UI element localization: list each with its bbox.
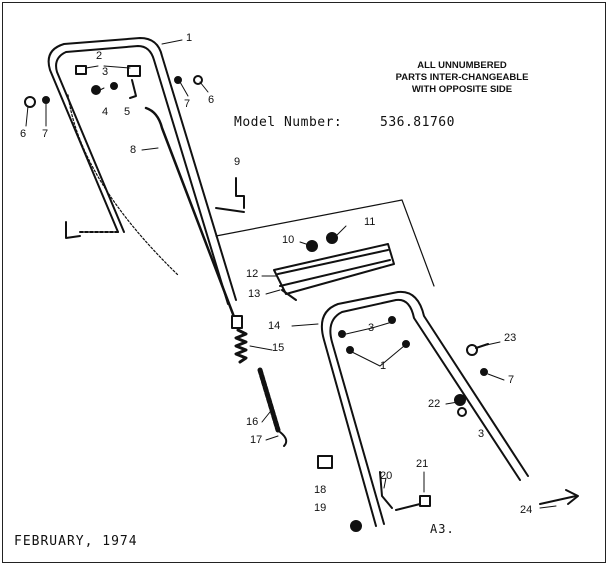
label-upper-right-bolt: 6 [208,94,215,106]
label-lower-bolt: 21 [416,458,429,470]
left-lower-bolt-drawing [65,221,121,239]
label-bracket-screw: 10 [282,234,295,246]
label-chain: 16 [246,416,259,428]
label-lower-clip: 20 [380,470,393,482]
label-right-washer: 7 [508,374,515,386]
left-bolt-drawing [24,96,50,108]
note-line-2: PARTS INTER-CHANGEABLE [395,72,529,83]
label-mid-handle: 1 [380,360,387,372]
label-panel-plate: 12 [246,268,259,280]
footer-date: FEBRUARY, 1974 [14,534,138,549]
label-upper-left-bolt-a: 2 [96,50,103,62]
label-upper-left-knob: 4 [102,106,109,118]
label-lower-handle: 14 [268,320,281,332]
lower-hardware-drawing [317,455,431,532]
assembly-bracket-outline [215,199,435,287]
upper-left-hardware-drawing [75,65,141,99]
note-line-3: WITH OPPOSITE SIDE [411,84,513,95]
spring-drawing [231,315,248,364]
label-left-bolt: 6 [20,128,27,140]
label-panel-cover: 11 [364,216,376,228]
model-number-label: Model Number: [234,115,343,130]
label-upper-handle: 1 [186,32,193,44]
label-lower-nut: 19 [314,502,327,514]
label-spring: 15 [272,342,285,354]
label-left-washer: 7 [42,128,49,140]
label-panel-bar: 13 [248,288,261,300]
model-number-value: 536.81760 [380,115,455,130]
label-lower-knob: 18 [314,484,327,496]
label-right-nut-b: 3 [478,428,485,440]
label-right-nut: 22 [428,398,441,410]
label-upper-left-bolt-b: 3 [102,66,109,78]
label-mid-bolts: 3 [368,322,375,334]
label-cable-clip: 9 [234,156,241,168]
leader-lines [25,39,557,509]
label-upper-left-nut: 5 [124,106,131,118]
label-pin: 24 [520,504,533,516]
label-right-screw: 23 [504,332,517,344]
cable-clip-drawing [215,177,245,213]
pin-drawing [539,489,579,505]
label-control-cable: 8 [130,144,137,156]
upper-right-hardware-drawing [174,75,203,85]
upper-handle-drawing [47,37,237,305]
control-panel-drawing [273,232,395,301]
lower-handle-drawing [320,290,529,527]
sheet-number: A3. [430,522,455,536]
chain-drawing [257,367,288,447]
control-cable-drawing [67,94,238,324]
label-chain-hook: 17 [250,434,263,446]
note-line-1: ALL UNNUMBERED [417,60,507,71]
note-block: ALL UNNUMBERED PARTS INTER-CHANGEABLE WI… [382,60,542,96]
label-upper-right-washer: 7 [184,98,191,110]
